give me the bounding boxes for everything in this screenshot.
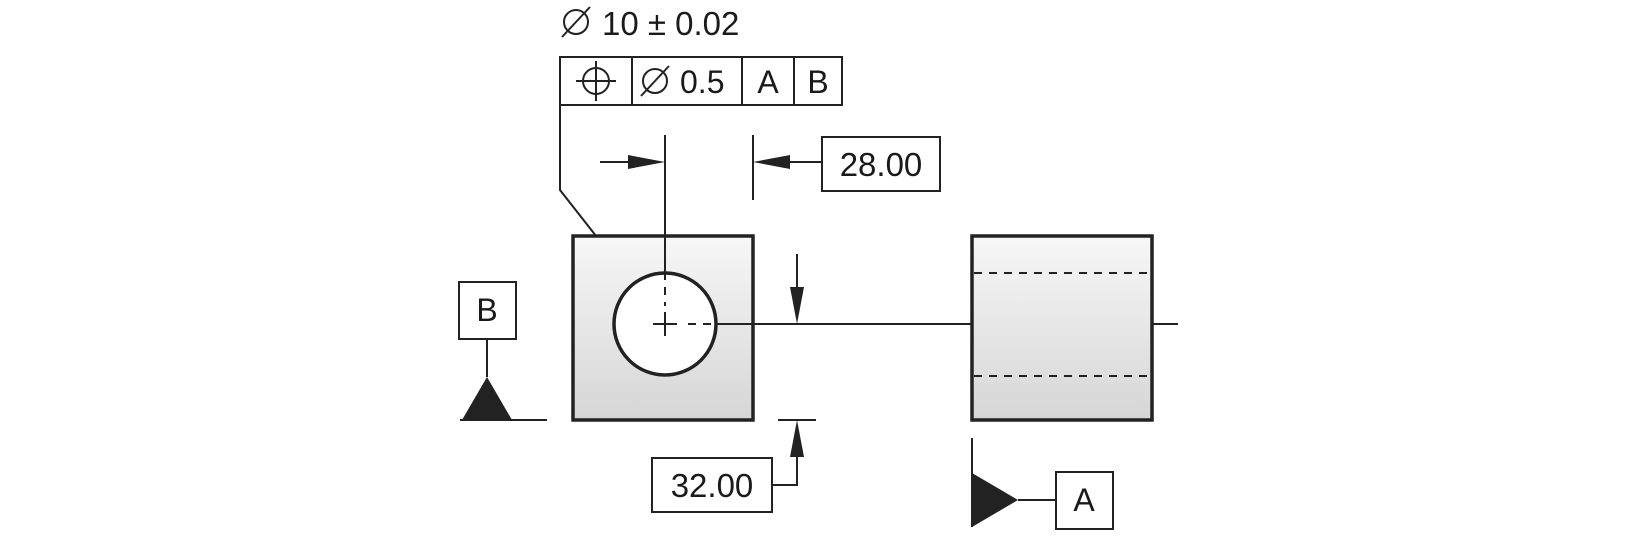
primary-datum-ref: A	[757, 64, 779, 100]
horizontal-dimension-value: 28.00	[840, 146, 923, 183]
datum-a-symbol: A	[971, 438, 1114, 530]
position-icon	[576, 61, 616, 101]
tolerance-diameter-icon	[640, 65, 670, 97]
front-view	[571, 234, 755, 422]
feature-control-frame: 0.5 A B	[559, 56, 843, 106]
datum-b-label: B	[476, 292, 497, 328]
vertical-dimension-value: 32.00	[671, 467, 754, 504]
secondary-datum-ref: B	[807, 64, 828, 100]
datum-b-symbol: B	[458, 281, 547, 421]
horizontal-dimension: 28.00	[600, 135, 941, 272]
vertical-dimension: 32.00	[651, 254, 816, 513]
diameter-icon	[561, 6, 591, 38]
hole-size-callout: 10 ± 0.02	[561, 5, 739, 42]
datum-a-label: A	[1073, 482, 1095, 518]
side-view	[970, 234, 1154, 422]
hole-size-text: 10 ± 0.02	[602, 5, 739, 42]
tolerance-value: 0.5	[680, 64, 724, 100]
